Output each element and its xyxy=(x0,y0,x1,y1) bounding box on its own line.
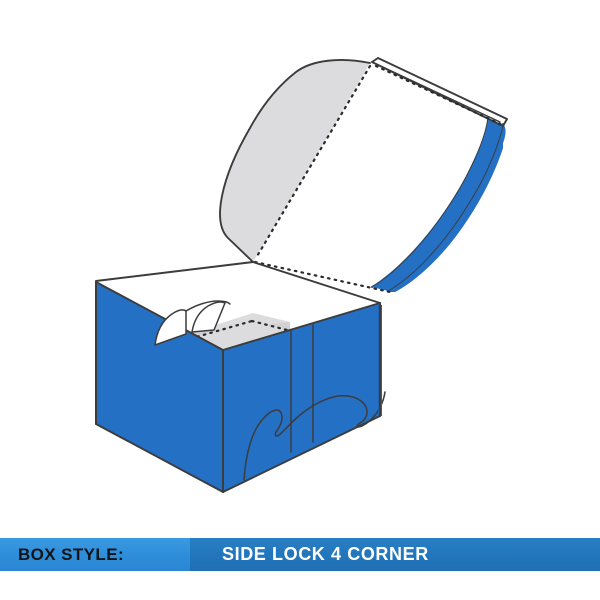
lid-crease-left xyxy=(254,64,372,260)
box-style-label-text: BOX STYLE: xyxy=(18,544,125,564)
lid-top-edge xyxy=(371,57,508,127)
lid-gray-tuck-flap xyxy=(219,59,371,263)
box-style-label-bar: BOX STYLE: SIDE LOCK 4 CORNER xyxy=(0,538,600,571)
bottom-whitespace xyxy=(0,571,600,600)
box-illustration: .outline { fill:none; stroke:#3c3c3c; st… xyxy=(95,57,508,493)
front-arch-diecut xyxy=(243,391,386,481)
lid-side-blue-flap-fill xyxy=(372,120,503,291)
box-style-label-left: BOX STYLE: xyxy=(0,538,190,571)
box-style-label-right: SIDE LOCK 4 CORNER xyxy=(190,538,600,571)
side-lock-tabs xyxy=(154,300,231,346)
box-style-value-text: SIDE LOCK 4 CORNER xyxy=(222,544,429,564)
lid-crease-bottom xyxy=(253,260,392,294)
left-inner-wall xyxy=(95,261,381,350)
